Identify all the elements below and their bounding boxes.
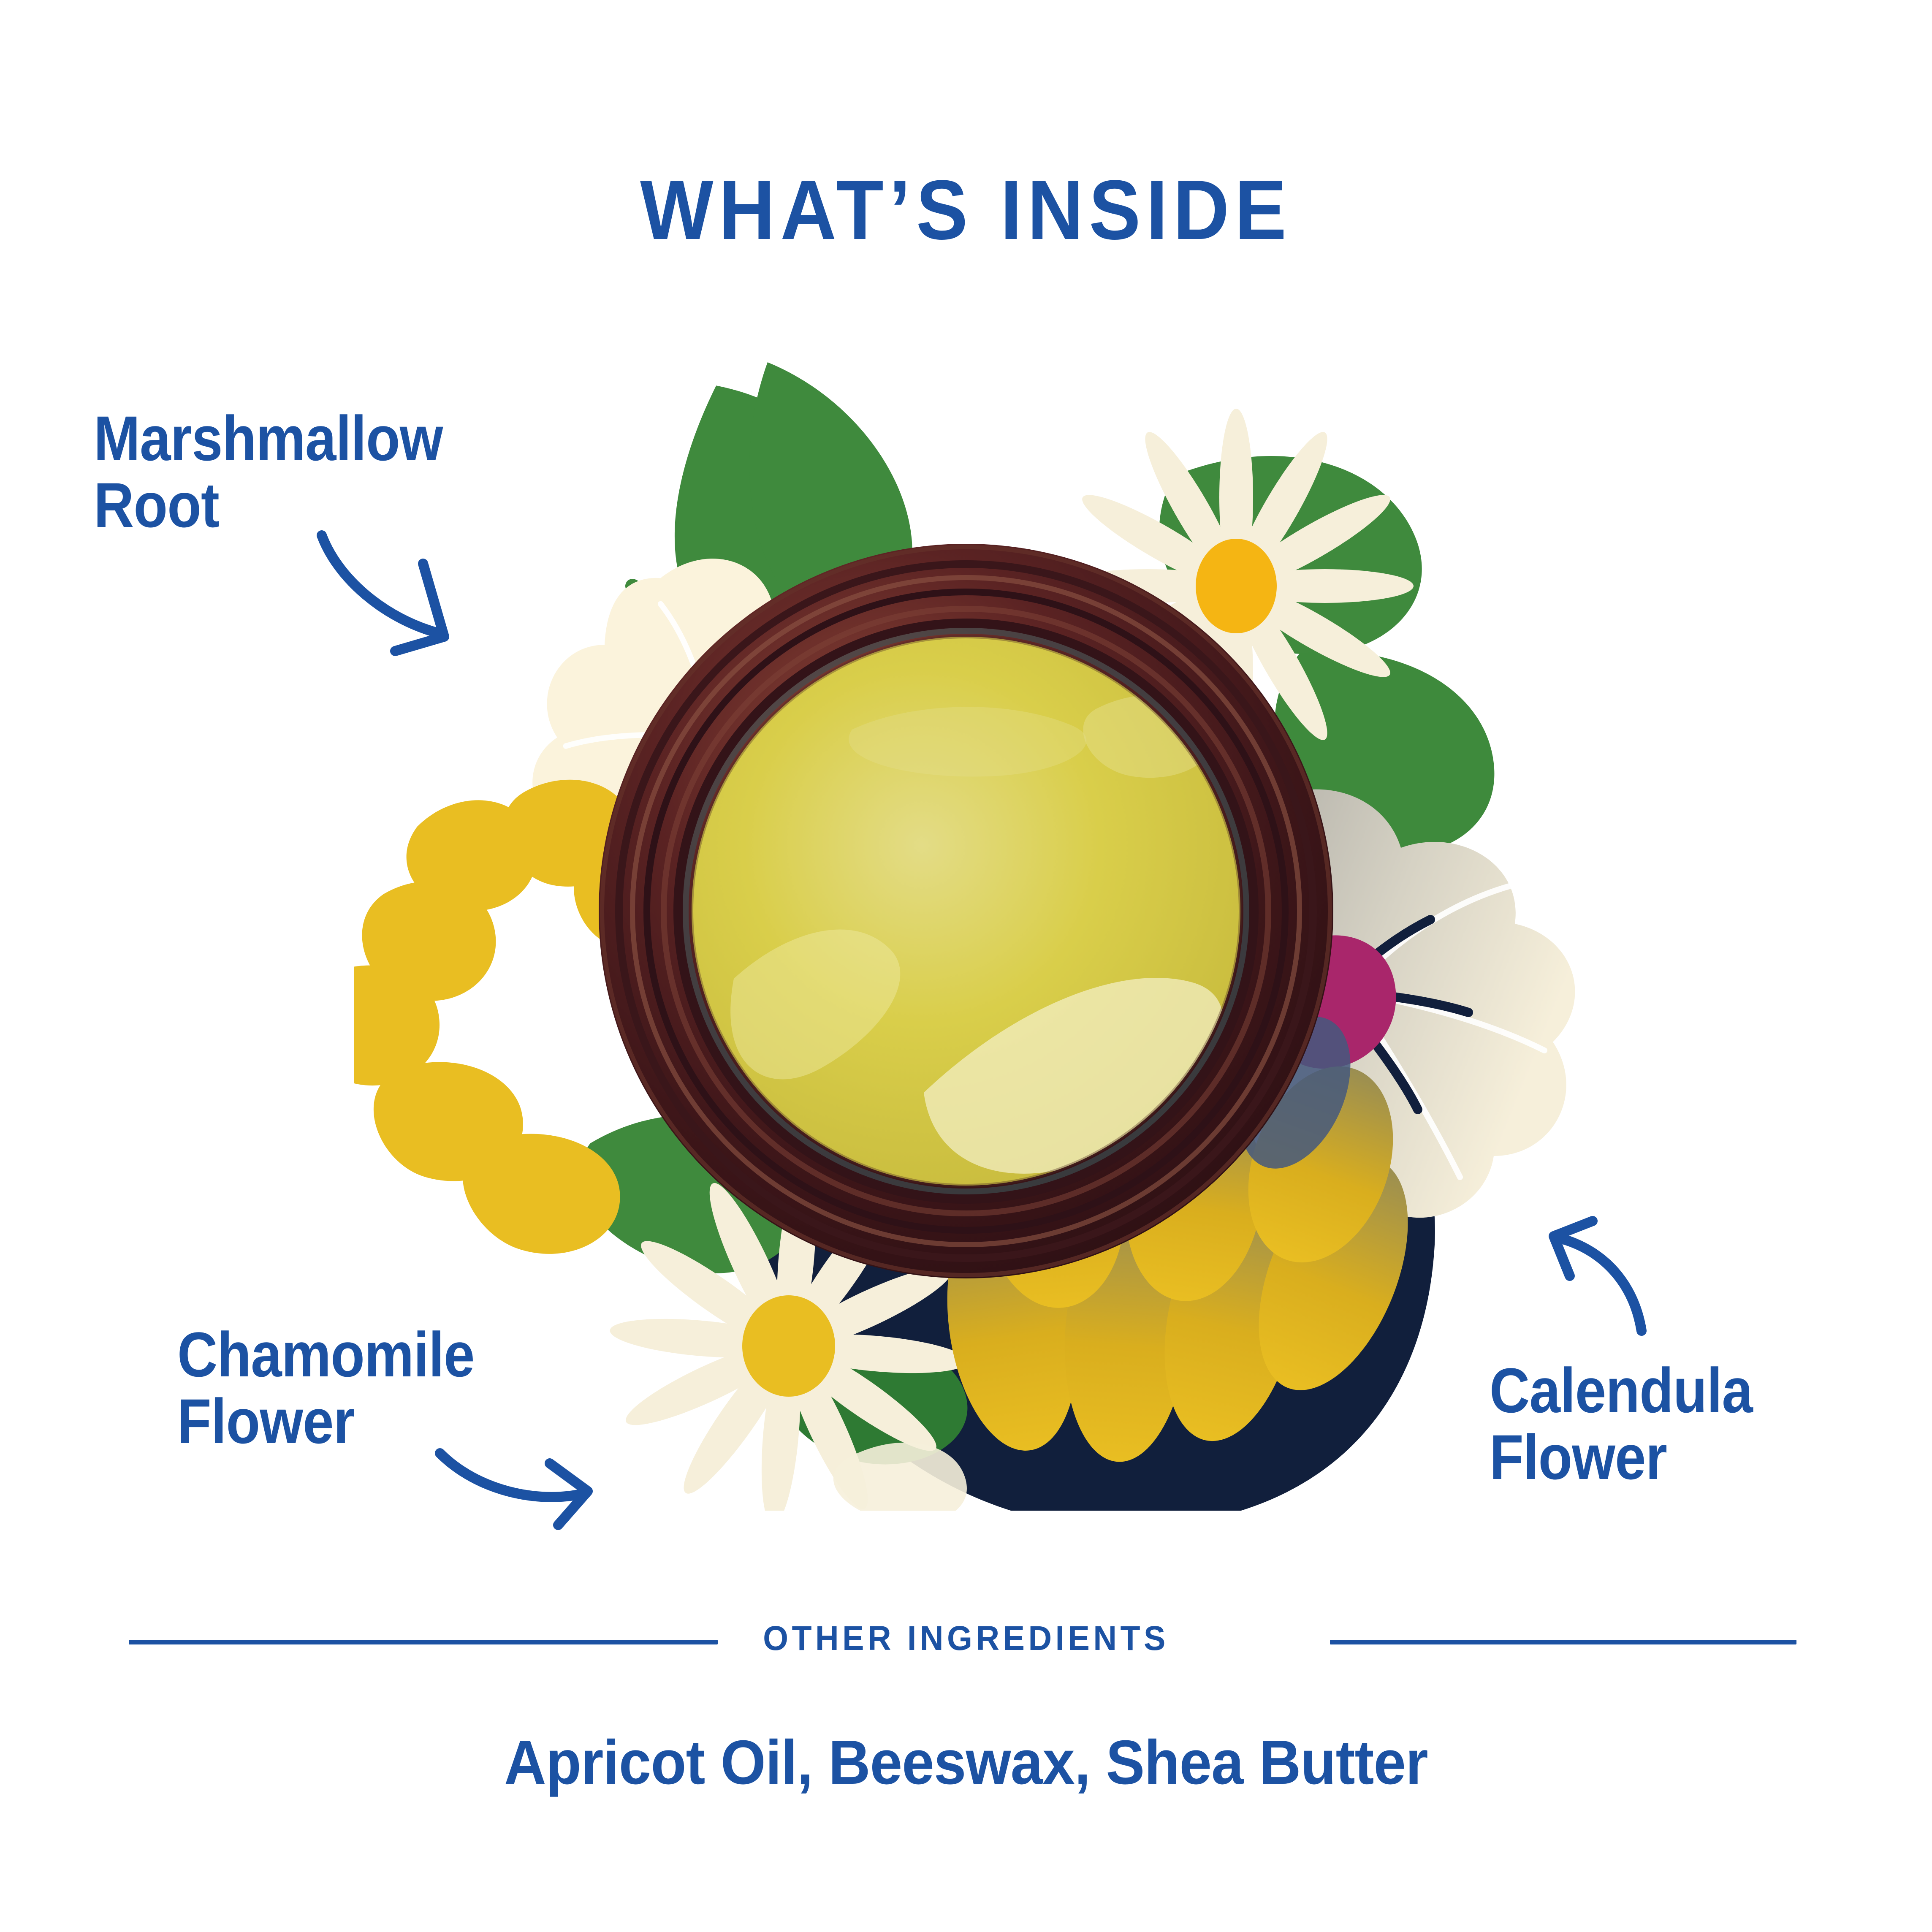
balm-jar [599,544,1333,1278]
page-title: WHAT’S INSIDE [640,163,1292,257]
divider-right [1330,1640,1796,1644]
daisy-center-gold-bottom [742,1295,835,1397]
balm-jar-artwork [354,350,1578,1511]
daisy-center-gold [1196,539,1277,633]
callout-label-chamomile-flower: Chamomile Flower [177,1319,475,1457]
foreground-accents [833,1442,967,1511]
other-ingredients-heading-row: OTHER INGREDIENTS [0,1604,1932,1680]
artwork-svg [354,362,1575,1511]
other-ingredients-list: Apricot Oil, Beeswax, Shea Butter [504,1728,1428,1797]
callout-label-calendula-flower: Calendula Flower [1490,1355,1753,1492]
divider-left [129,1640,718,1644]
other-ingredients-section: OTHER INGREDIENTS Apricot Oil, Beeswax, … [0,1604,1932,1797]
callout-label-marshmallow-root: Marshmallow Root [94,403,443,540]
chamomile-daisy-bottom-left [610,1167,968,1511]
other-ingredients-label: OTHER INGREDIENTS [763,1619,1169,1658]
